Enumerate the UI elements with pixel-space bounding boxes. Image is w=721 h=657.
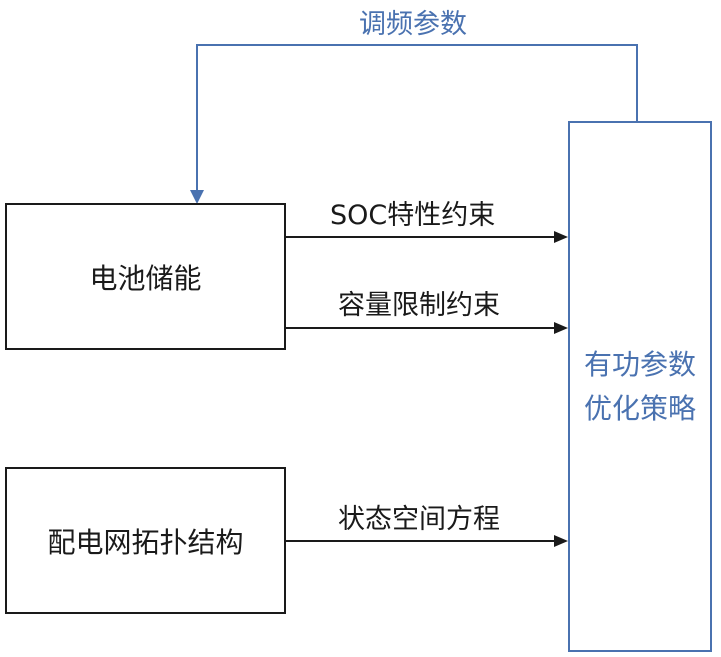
feedback-arrow [196, 44, 638, 194]
soc-arrowhead [554, 231, 568, 243]
optimizer-label: 有功参数 优化策略 [584, 343, 696, 431]
grid-topology-box: 配电网拓扑结构 [5, 467, 286, 614]
capacity-constraint-label: 容量限制约束 [338, 290, 500, 321]
soc-constraint-label: SOC特性约束 [330, 200, 496, 231]
battery-storage-label: 电池储能 [89, 261, 202, 295]
optimizer-box: 有功参数 优化策略 [568, 121, 712, 652]
feedback-arrowhead [190, 190, 204, 204]
optimizer-label-line2: 优化策略 [583, 391, 696, 425]
grid-topology-label: 配电网拓扑结构 [47, 525, 244, 559]
optimizer-label-line1: 有功参数 [583, 347, 696, 381]
feedback-label: 调频参数 [359, 9, 467, 40]
battery-storage-box: 电池储能 [5, 203, 286, 350]
state-space-label: 状态空间方程 [338, 504, 500, 535]
state-space-arrowhead [554, 535, 568, 547]
capacity-arrowhead [554, 322, 568, 334]
